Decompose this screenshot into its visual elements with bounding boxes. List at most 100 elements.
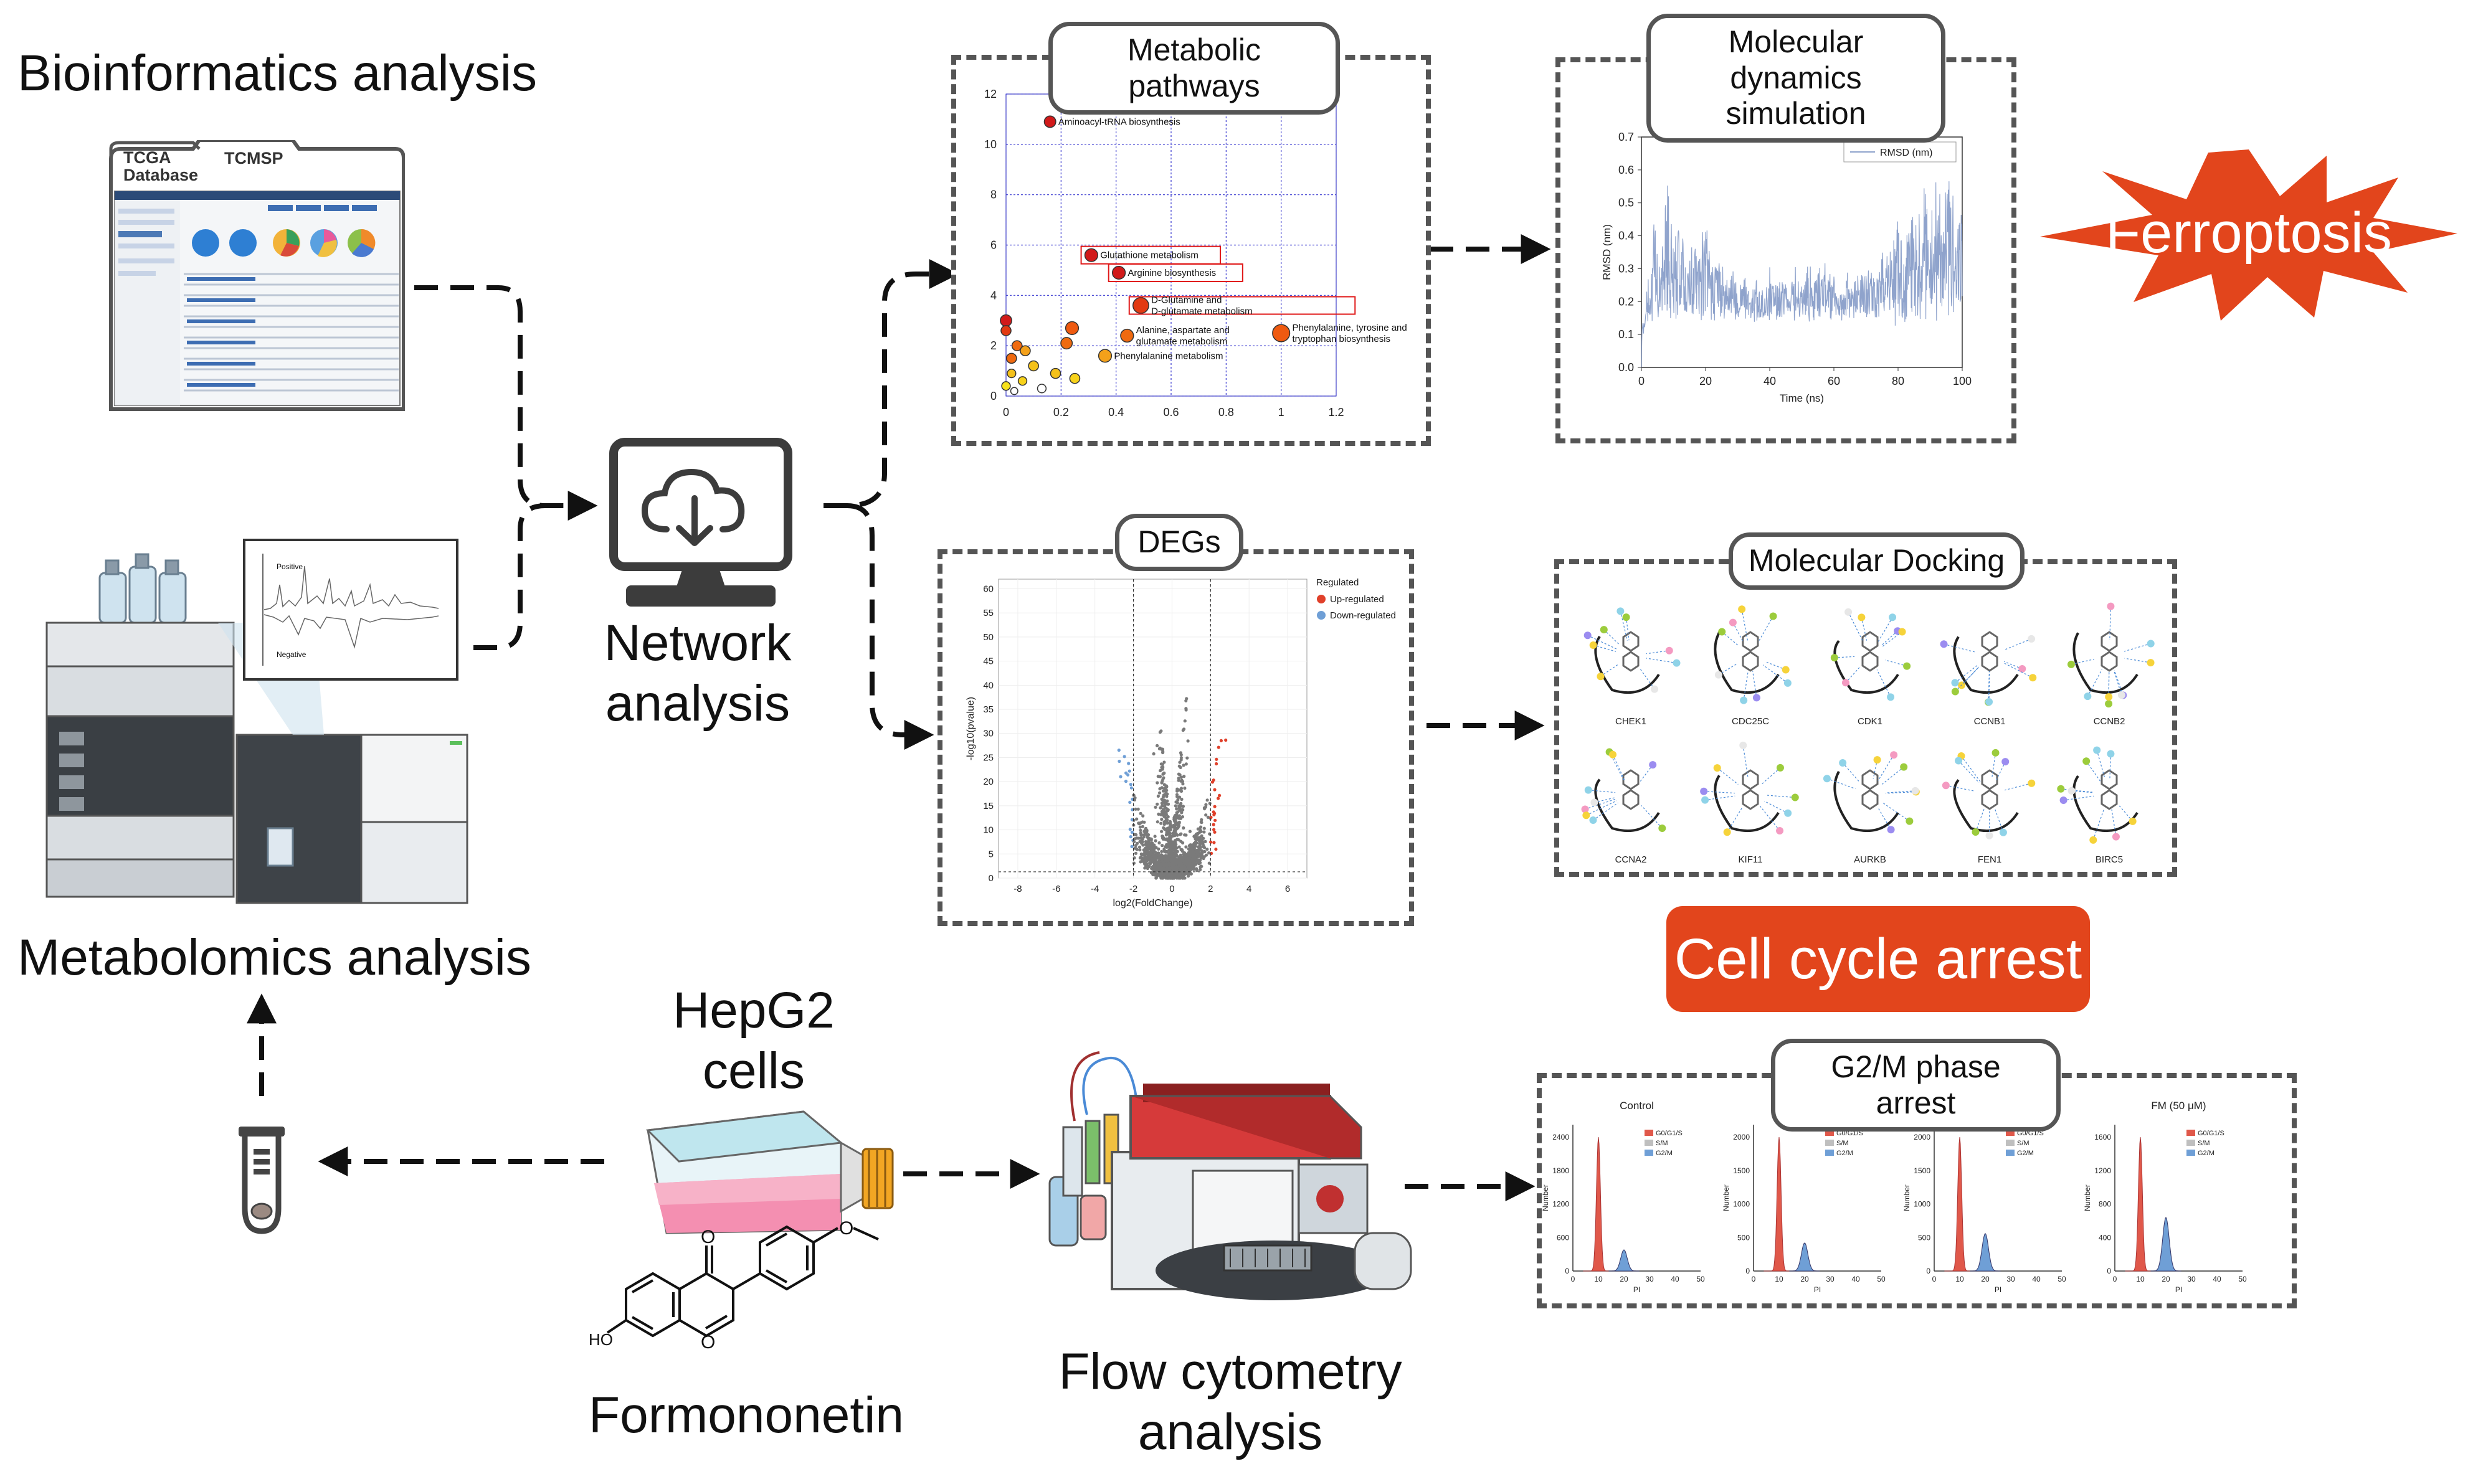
- protein-backbone: [2072, 775, 2139, 833]
- volcano-point: [1161, 750, 1165, 755]
- volcano-point: [1181, 856, 1185, 861]
- residue-atom: [1665, 646, 1673, 655]
- volcano-point: [1184, 762, 1188, 766]
- volcano-point: [1167, 843, 1170, 846]
- pathway-bubble: [1000, 325, 1012, 336]
- volcano-point: [1167, 855, 1170, 859]
- volcano-point: [1133, 833, 1137, 836]
- volcano-point: [1145, 828, 1149, 832]
- volcano-point: [1212, 828, 1216, 831]
- volcano-point: [1199, 867, 1202, 871]
- legend-up-swatch: [1317, 595, 1326, 603]
- volcano-point: [1179, 775, 1183, 779]
- ligand-ring: [1742, 769, 1759, 790]
- residue-atom: [1616, 607, 1625, 615]
- volcano-point: [1130, 818, 1134, 821]
- docking-protein-label: AURKB: [1854, 854, 1886, 865]
- interaction-line: [1961, 755, 1981, 782]
- volcano-point: [1200, 834, 1203, 838]
- volcano-point: [1197, 851, 1200, 854]
- residue-atom: [1900, 763, 1908, 771]
- arrow-network-to-degs: [847, 503, 934, 750]
- residue-atom: [1673, 659, 1681, 667]
- volcano-point: [1175, 793, 1179, 796]
- pathway-bubble: [1000, 314, 1012, 327]
- interaction-line: [1861, 617, 1868, 641]
- interaction-line: [1752, 671, 1757, 698]
- docking-pose-drawing: [1940, 631, 2037, 706]
- volcano-point: [1204, 813, 1208, 817]
- volcano-point: [1213, 830, 1217, 834]
- volcano-point: [1164, 789, 1168, 793]
- pathway-label: glutamate metabolism: [1136, 336, 1228, 347]
- interaction-line: [1848, 612, 1864, 642]
- g2m-x-tick-label: 10: [1594, 1275, 1603, 1283]
- y-tick-label: 8: [990, 189, 997, 201]
- ms-spectrum-inset: Positive Negative: [243, 539, 458, 681]
- g2m-x-tick-label: 40: [2032, 1275, 2041, 1283]
- volcano-point: [1177, 859, 1180, 863]
- volcano-point: [1162, 783, 1166, 787]
- g2m-legend-label: S/M: [1656, 1140, 1668, 1147]
- volcano-point: [1170, 861, 1174, 865]
- volcano-point: [1184, 708, 1188, 712]
- arrow-metabolomics-to-network: [473, 503, 546, 650]
- g2m-g2-peak: [1608, 1249, 1640, 1272]
- protein-backbone: [1833, 640, 1899, 694]
- volcano-point: [1141, 856, 1144, 860]
- volcano-point: [1130, 830, 1134, 834]
- volcano-point: [1180, 811, 1184, 815]
- volcano-point: [1156, 794, 1160, 798]
- g2m-g2-peak: [2150, 1217, 2181, 1272]
- residue-atom: [2105, 693, 2113, 701]
- volcano-point: [1169, 846, 1172, 849]
- residue-atom: [2082, 757, 2091, 765]
- pathway-label: Glutathione metabolism: [1100, 250, 1199, 261]
- volcano-point: [1127, 769, 1131, 773]
- interaction-line: [1988, 671, 1990, 702]
- interaction-line: [1620, 611, 1628, 641]
- volcano-point: [1181, 841, 1185, 845]
- interaction-line: [1882, 767, 1904, 785]
- volcano-xlabel: log2(FoldChange): [1113, 898, 1192, 909]
- interaction-line: [1743, 671, 1749, 701]
- volcano-point: [1188, 829, 1192, 833]
- y-tick-label: 20: [983, 777, 994, 787]
- g2m-legend-label: G0/G1/S: [1836, 1130, 1863, 1137]
- pathway-bubble: [1050, 367, 1061, 379]
- interaction-line: [1991, 752, 1996, 779]
- volcano-point: [1204, 853, 1208, 857]
- y-tick-label: 0.4: [1618, 230, 1634, 242]
- y-tick-label: 0.0: [1618, 361, 1634, 374]
- volcano-point: [1127, 762, 1131, 765]
- volcano-point: [1156, 744, 1159, 747]
- legend-down-swatch: [1317, 611, 1326, 620]
- volcano-point: [1197, 831, 1201, 834]
- volcano-point: [1137, 822, 1141, 826]
- volcano-point: [1184, 699, 1188, 702]
- volcano-point: [1146, 858, 1149, 861]
- volcano-point: [1128, 828, 1132, 831]
- volcano-point: [1213, 788, 1217, 792]
- volcano-point: [1159, 853, 1163, 857]
- g2m-legend-label: G2/M: [1836, 1150, 1853, 1157]
- g2m-legend-swatch: [2006, 1130, 2015, 1136]
- svg-text:O: O: [839, 1221, 853, 1239]
- g2m-x-tick-label: 40: [2213, 1275, 2221, 1283]
- residue-atom: [2029, 674, 2037, 682]
- g2m-y-tick-label: 1600: [2094, 1133, 2111, 1141]
- ms-positive-label: Positive: [277, 562, 303, 571]
- volcano-point: [1193, 850, 1197, 854]
- residue-atom: [1844, 608, 1853, 616]
- volcano-point: [1151, 841, 1154, 845]
- volcano-point: [1141, 814, 1145, 818]
- residue-atom: [1783, 679, 1792, 687]
- docking-pose-drawing: [1823, 751, 1920, 834]
- interaction-line: [1717, 767, 1739, 785]
- g2m-x-tick-label: 10: [2136, 1275, 2145, 1283]
- volcano-point: [1168, 834, 1172, 838]
- residue-atom: [2147, 659, 2155, 667]
- volcano-point: [1142, 852, 1146, 856]
- volcano-point: [1151, 872, 1155, 877]
- g2m-y-tick-label: 1500: [1914, 1166, 1930, 1175]
